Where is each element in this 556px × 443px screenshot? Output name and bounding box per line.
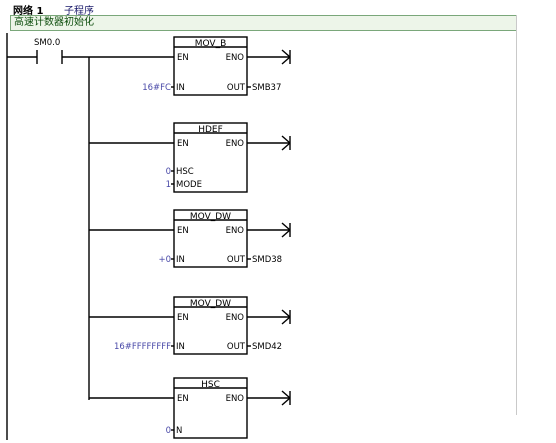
network-comment-box[interactable]: 高速计数器初始化 [10,15,517,31]
block-1-pin-out: OUT [227,83,246,93]
block-2-title: HDEF [198,125,223,135]
block-5-en-label: EN [177,394,189,404]
block-1-eno-label: ENO [226,53,245,63]
block-1-eno-arrow-upper [281,49,291,58]
network-label[interactable]: 网络 1 [13,6,44,17]
block-3-pin-out: OUT [227,255,246,265]
block-2-eno-arrow-lower [281,142,291,151]
block-4-en-label: EN [177,313,189,323]
network-comment: 高速计数器初始化 [14,17,94,28]
block-5-eno-arrow-upper [281,390,291,399]
block-1-title: MOV_B [195,39,227,49]
block-4-param-in-value[interactable]: 16#FFFFFFFF [114,342,171,352]
block-2-param-hsc-value[interactable]: 0 [166,167,171,177]
block-4-eno-label: ENO [226,313,245,323]
block-2-en-label: EN [177,139,189,149]
block-4-eno-arrow-lower [281,316,291,325]
block-3-eno-label: ENO [226,226,245,236]
block-3-en-label: EN [177,226,189,236]
block-1-en-label: EN [177,53,189,63]
block-2-pin-mode: MODE [176,180,202,190]
block-3-title: MOV_DW [190,212,231,222]
block-1-pin-in: IN [176,83,185,93]
block-5-eno-arrow-lower [281,397,291,406]
contact-label: SM0.0 [34,38,60,48]
block-2-pin-hsc: HSC [176,167,194,177]
block-1-param-out-value[interactable]: SMB37 [252,83,281,93]
network-title[interactable]: 子程序 [64,6,94,17]
block-1-param-in-value[interactable]: 16#FC [142,83,171,93]
block-4-title: MOV_DW [190,299,231,309]
block-2-box[interactable] [173,122,248,193]
block-2-eno-label: ENO [226,139,245,149]
block-3-param-in-value[interactable]: +0 [158,255,171,265]
block-3-pin-in: IN [176,255,185,265]
block-3-param-out-value[interactable]: SMD38 [252,255,282,265]
block-4-eno-arrow-upper [281,309,291,318]
block-5-eno-label: ENO [226,394,245,404]
editor-right-border [516,15,517,415]
block-5-title: HSC [201,380,220,390]
block-3-eno-arrow-lower [281,229,291,238]
block-5-param-n-value[interactable]: 0 [166,426,171,436]
block-3-eno-arrow-upper [281,222,291,231]
block-4-param-out-value[interactable]: SMD42 [252,342,282,352]
block-4-pin-out: OUT [227,342,246,352]
block-2-param-mode-value[interactable]: 1 [166,180,171,190]
block-2-eno-arrow-upper [281,135,291,144]
block-5-pin-n: N [176,426,182,436]
block-4-pin-in: IN [176,342,185,352]
block-1-eno-arrow-lower [281,56,291,65]
